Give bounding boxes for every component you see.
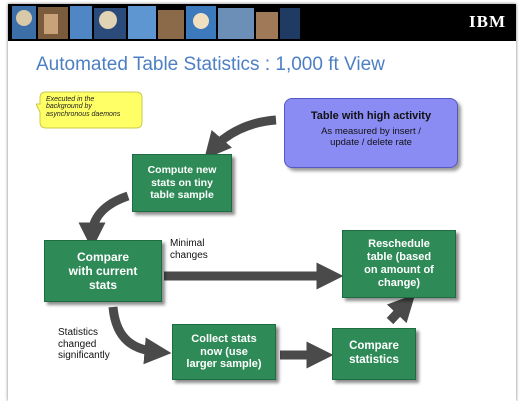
header-banner: IBM (8, 4, 516, 41)
note-bubble (36, 91, 143, 129)
arrow-compare-to-collect (108, 306, 172, 365)
reschedule-box: Reschedule table (based on amount of cha… (342, 230, 456, 298)
collect-stats-box: Collect stats now (use larger sample) (172, 324, 276, 380)
arrow-compare-stats-to-reschedule (386, 294, 416, 325)
compare-statistics-label: Compare statistics (349, 340, 399, 366)
trigger-subtitle: As measured by insert / update / delete … (321, 126, 421, 149)
banner-image (8, 4, 516, 41)
compare-current-box: Compare with current stats (44, 240, 162, 302)
note-text: Executed in the background by asynchrono… (46, 96, 121, 118)
arrow-trigger-to-compute (204, 115, 277, 160)
compute-stats-label: Compute new stats on tiny table sample (147, 164, 217, 202)
compare-current-label: Compare with current stats (68, 249, 138, 293)
slide: IBM Automated Table Statistics : 1,000 f… (8, 4, 516, 401)
arrow-compute-to-compare (78, 191, 130, 250)
compare-statistics-box: Compare statistics (332, 328, 416, 380)
minimal-changes-label: Minimal changes (170, 238, 208, 261)
trigger-box: Table with high activity As measured by … (284, 98, 458, 168)
compute-stats-box: Compute new stats on tiny table sample (132, 154, 232, 212)
ibm-logo: IBM (469, 12, 506, 31)
slide-title: Automated Table Statistics : 1,000 ft Vi… (36, 54, 385, 75)
collect-stats-label: Collect stats now (use larger sample) (186, 332, 262, 371)
flow-arrows (78, 115, 416, 369)
reschedule-label: Reschedule table (based on amount of cha… (364, 238, 434, 289)
trigger-title: Table with high activity (310, 110, 432, 122)
significant-change-label: Statistics changed significantly (58, 327, 110, 361)
